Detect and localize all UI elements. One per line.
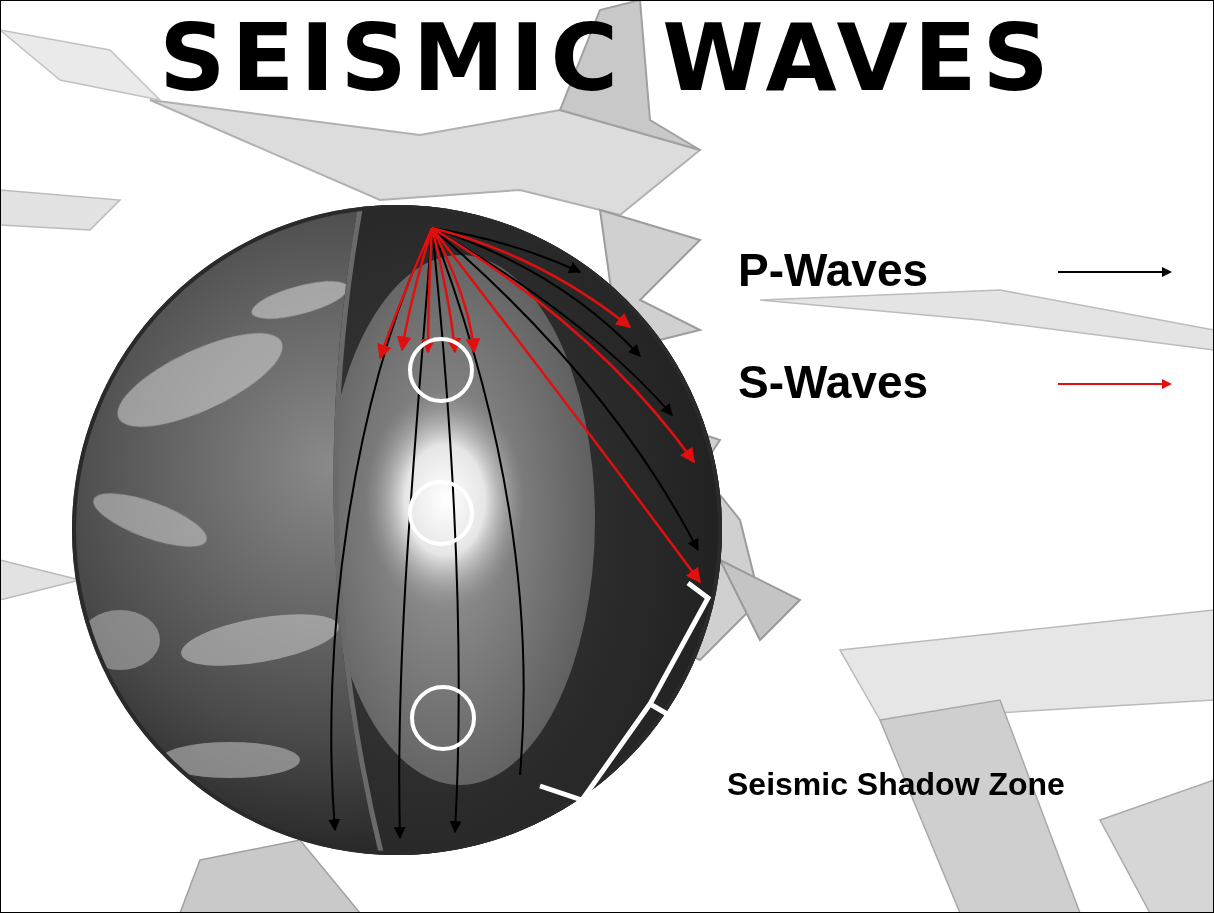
legend-arrow-head: [1162, 379, 1172, 389]
legend-text: P-Waves: [738, 238, 928, 302]
legend-arrow-line: [1058, 383, 1164, 385]
legend-row: P-Waves: [738, 238, 1198, 350]
earth-globe: [72, 170, 740, 890]
s-wave-rays: [380, 228, 700, 582]
highlight-circles: [410, 339, 474, 749]
title: SEISMIC WAVES: [0, 8, 1214, 109]
legend-arrow-line: [1058, 271, 1164, 273]
legend-text: S-Waves: [738, 350, 928, 414]
shadow-zone-bracket: [540, 583, 708, 800]
zone-label: Seismic Shadow Zone: [727, 764, 1065, 804]
legend-arrow-head: [1162, 267, 1172, 277]
p-wave-rays: [331, 228, 698, 838]
legend: P-WavesS-Waves: [738, 238, 1198, 462]
legend-row: S-Waves: [738, 350, 1198, 462]
